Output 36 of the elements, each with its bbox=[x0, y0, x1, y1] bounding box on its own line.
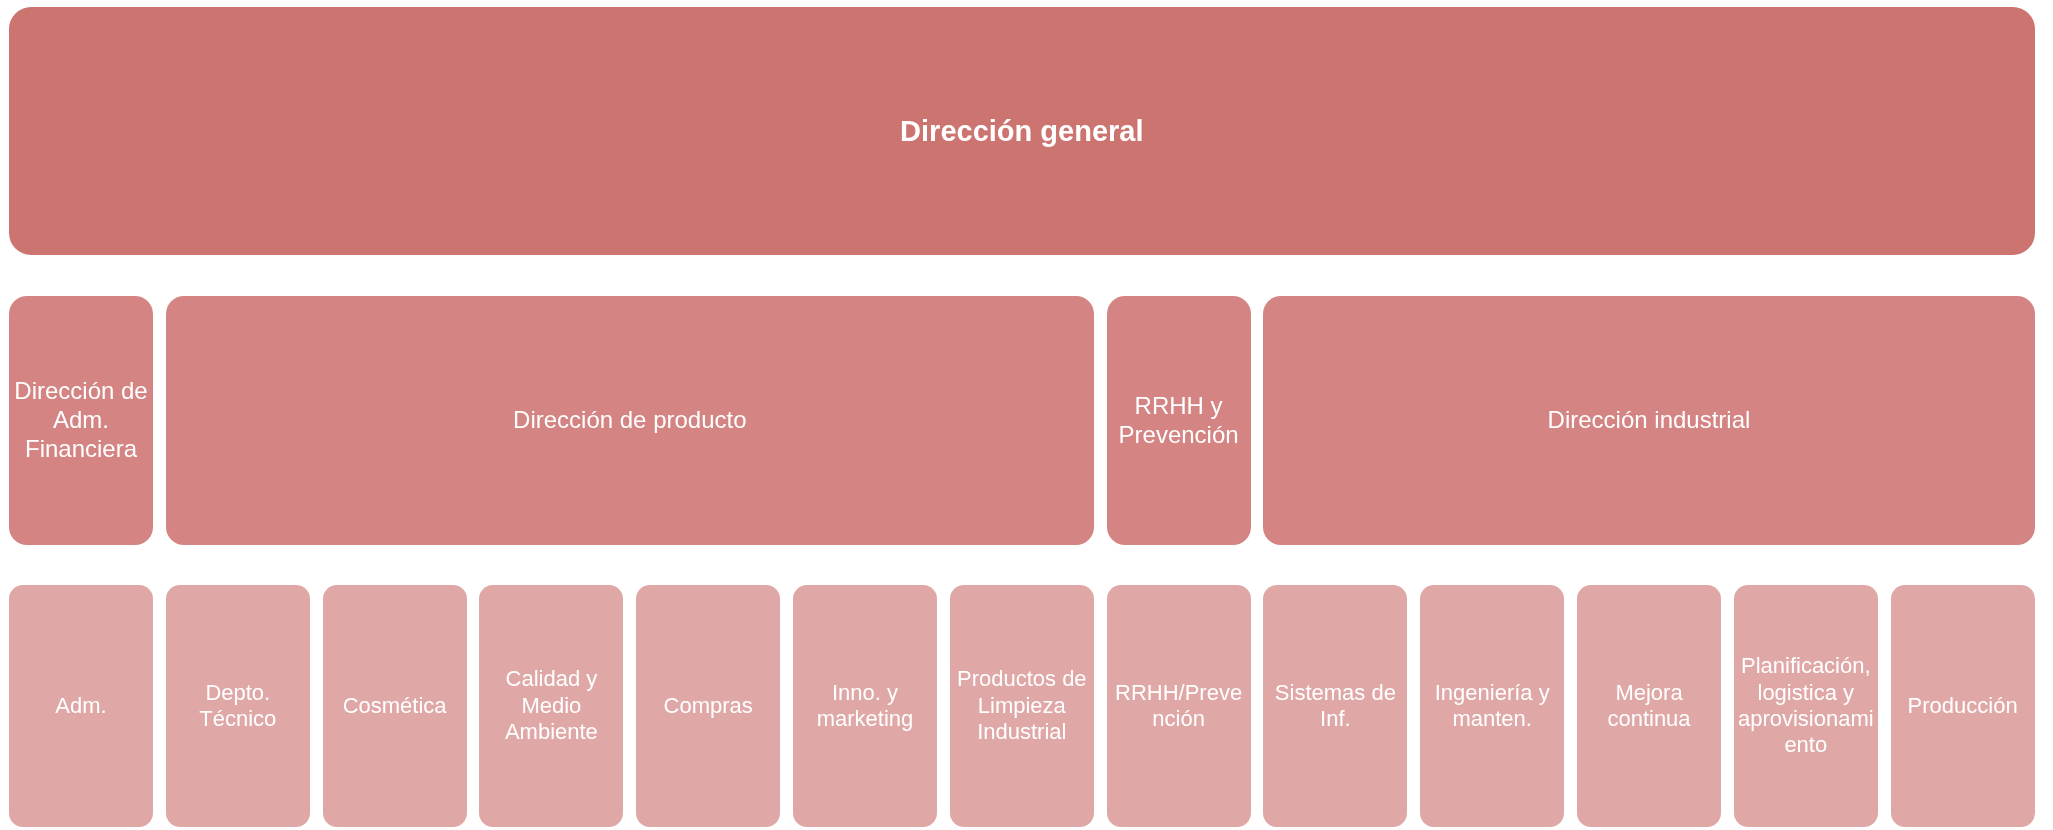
unit-box bbox=[949, 585, 1094, 827]
box-label: Dirección industrial bbox=[1547, 406, 1751, 435]
box-label: Compras bbox=[663, 692, 753, 720]
box-label: Productos de Limpieza Industrial bbox=[955, 666, 1088, 746]
box-label: Calidad y Medio Ambiente bbox=[503, 666, 599, 746]
department-box bbox=[9, 296, 153, 545]
box-label: Inno. y marketing bbox=[815, 679, 915, 733]
box-label: RRHH/Prevención bbox=[1114, 679, 1244, 733]
box-label: Sistemas de Inf. bbox=[1273, 679, 1397, 733]
unit-box bbox=[9, 585, 153, 827]
unit-box bbox=[1733, 585, 1878, 827]
department-box bbox=[1106, 296, 1251, 545]
unit-box bbox=[1106, 585, 1251, 827]
unit-box bbox=[1263, 585, 1408, 827]
box-label: Planificación, logistica y aprovisionamiento bbox=[1737, 653, 1874, 759]
box-label: Dirección de producto bbox=[513, 406, 747, 435]
department-box bbox=[1263, 296, 2035, 545]
top-level-box bbox=[9, 7, 2035, 255]
box-label: Depto. Técnico bbox=[198, 679, 278, 733]
department-box bbox=[165, 296, 1094, 545]
box-label: Dirección general bbox=[900, 113, 1144, 149]
box-label: Dirección de Adm. Financiera bbox=[13, 377, 149, 464]
unit-box bbox=[1890, 585, 2035, 827]
box-label: RRHH y Prevención bbox=[1117, 391, 1240, 450]
unit-box bbox=[322, 585, 467, 827]
unit-box bbox=[1420, 585, 1565, 827]
box-label: Adm. bbox=[55, 692, 107, 720]
unit-box bbox=[793, 585, 937, 827]
box-label: Producción bbox=[1907, 692, 2018, 720]
box-label: Ingeniería y manten. bbox=[1433, 679, 1551, 733]
box-label: Mejora continua bbox=[1606, 679, 1692, 733]
unit-box bbox=[1577, 585, 1721, 827]
unit-box bbox=[636, 585, 781, 827]
box-label: Cosmética bbox=[342, 692, 447, 720]
unit-box bbox=[165, 585, 310, 827]
unit-box bbox=[479, 585, 624, 827]
